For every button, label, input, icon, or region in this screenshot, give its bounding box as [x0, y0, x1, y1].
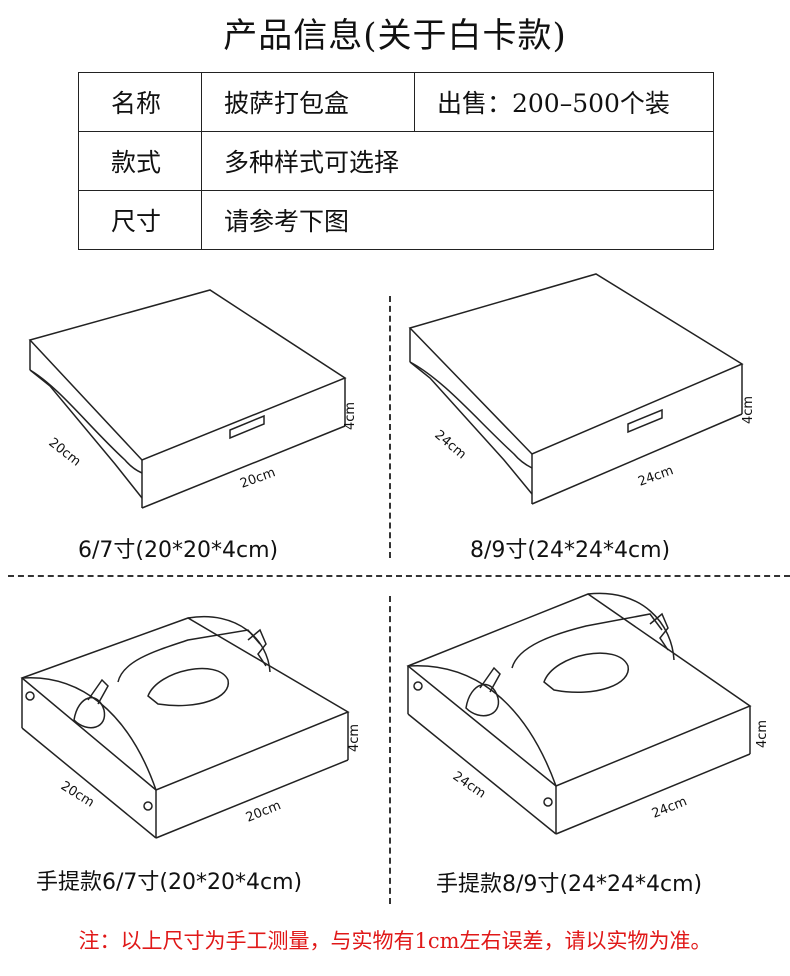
- box1-caption: 6/7寸(20*20*4cm): [78, 538, 279, 563]
- name-value: 披萨打包盒: [201, 72, 415, 132]
- vertical-divider-bottom: [389, 596, 391, 904]
- box3-height-label: 4cm: [347, 724, 362, 752]
- box4-caption: 手提款8/9寸(24*24*4cm): [436, 872, 703, 897]
- style-value: 多种样式可选择: [201, 131, 714, 191]
- box-illustration-4: 24cm 24cm 4cm: [406, 592, 770, 835]
- box3-caption: 手提款6/7寸(20*20*4cm): [36, 870, 303, 895]
- horizontal-divider: [8, 575, 790, 577]
- box4-height-label: 4cm: [755, 720, 770, 748]
- spec-row-style: 款式 多种样式可选择: [78, 131, 714, 191]
- box1-depth-label: 20cm: [46, 435, 84, 469]
- box2-caption: 8/9寸(24*24*4cm): [470, 538, 671, 563]
- box2-width-label: 24cm: [636, 463, 675, 490]
- size-value: 请参考下图: [201, 190, 714, 250]
- box-illustration-3: 20cm 20cm 4cm: [20, 616, 362, 839]
- footnote: 注：以上尺寸为手工测量，与实物有1cm左右误差，请以实物为准。: [78, 929, 712, 953]
- size-label: 尺寸: [78, 190, 202, 250]
- box-illustration-1: 20cm 20cm 4cm: [28, 289, 358, 509]
- box2-depth-label: 24cm: [431, 428, 468, 463]
- box1-width-label: 20cm: [238, 465, 277, 492]
- sale-label: 出售：200–500个装: [414, 72, 714, 132]
- spec-row-size: 尺寸 请参考下图: [78, 190, 714, 250]
- box-illustration-2: 24cm 24cm 4cm: [408, 273, 756, 505]
- style-label: 款式: [78, 131, 202, 191]
- box2-height-label: 4cm: [741, 396, 756, 424]
- box4-width-label: 24cm: [650, 794, 689, 822]
- box3-depth-label: 20cm: [58, 779, 97, 811]
- spec-table: 名称 披萨打包盒 出售：200–500个装 款式 多种样式可选择 尺寸 请参考下…: [78, 72, 714, 250]
- page-title: 产品信息(关于白卡款): [223, 16, 567, 56]
- box1-height-label: 4cm: [343, 402, 358, 430]
- box3-width-label: 20cm: [244, 798, 283, 826]
- name-label: 名称: [78, 72, 202, 132]
- spec-row-name: 名称 披萨打包盒 出售：200–500个装: [78, 72, 714, 132]
- vertical-divider-top: [389, 296, 391, 558]
